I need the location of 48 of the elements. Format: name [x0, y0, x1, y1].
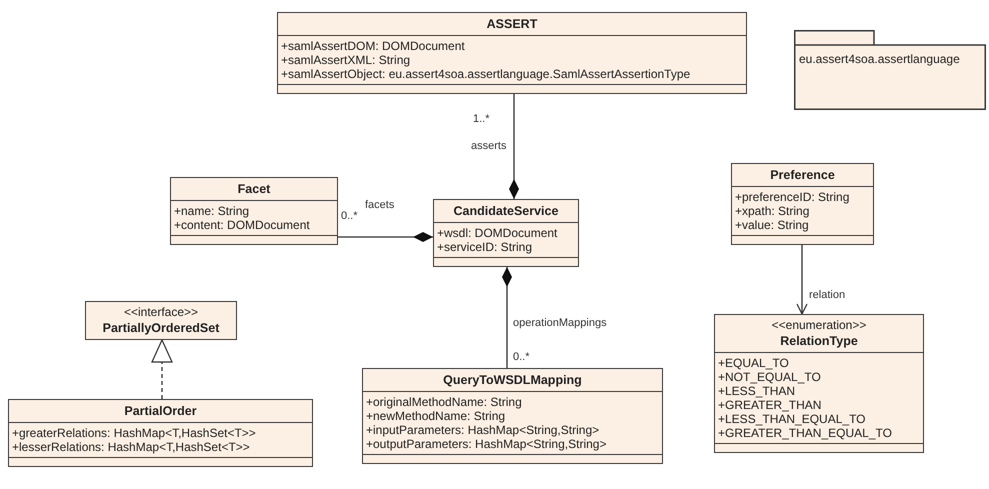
attribute-text: +samlAssertObject: eu.assert4soa.assertlanguage.SamlAssertAssertionType	[281, 67, 692, 81]
attribute-text: +inputParameters: HashMap<String,String>	[366, 423, 600, 437]
composition-connector	[338, 232, 433, 242]
attribute-text: +NOT_EQUAL_TO	[718, 370, 822, 384]
class-name: RelationType	[779, 333, 859, 349]
attribute-text: +xpath: String	[735, 204, 810, 218]
attribute-text: +greaterRelations: HashMap<T,HashSet<T>>	[12, 426, 257, 440]
attribute-text: +originalMethodName: String	[366, 395, 523, 409]
attribute-text: +GREATER_THAN	[718, 398, 822, 412]
attribute-text: +content: DOMDocument	[174, 218, 311, 232]
class-name: QueryToWSDLMapping	[442, 372, 583, 388]
class-box	[714, 314, 924, 453]
composition-connector	[502, 267, 512, 368]
attribute-text: +lesserRelations: HashMap<T,HashSet<T>>	[12, 440, 251, 454]
attribute-text: +EQUAL_TO	[718, 356, 790, 370]
class-name: CandidateService	[452, 203, 560, 219]
association-arrow	[796, 245, 808, 315]
class-box	[362, 368, 663, 464]
attribute-text: +outputParameters: HashMap<String,String>	[366, 437, 608, 451]
class-box	[277, 12, 747, 94]
attribute-text: +samlAssertXML: String	[281, 53, 412, 67]
stereotype-label: <<enumeration>>	[770, 318, 868, 333]
attribute-text: +value: String	[735, 218, 810, 232]
edge-label: operationMappings	[512, 317, 608, 330]
attribute-text: +name: String	[174, 204, 250, 218]
class-box	[8, 399, 313, 467]
package-shape	[794, 30, 986, 110]
attribute-text: +serviceID: String	[437, 240, 534, 254]
stereotype-label: <<interface>>	[122, 305, 200, 320]
attribute-text: +wsdl: DOMDocument	[437, 226, 558, 240]
attribute-text: +GREATER_THAN_EQUAL_TO	[718, 426, 893, 440]
attribute-text: +preferenceID: String	[735, 190, 850, 204]
realization-arrow	[151, 339, 173, 399]
class-box	[731, 163, 874, 245]
attribute-text: +LESS_THAN	[718, 384, 796, 398]
class-name: ASSERT	[486, 16, 538, 32]
class-box	[170, 177, 338, 245]
class-box	[433, 199, 579, 267]
class-name: Preference	[769, 167, 836, 183]
attribute-text: +newMethodName: String	[366, 409, 506, 423]
package-name: eu.assert4soa.assertlanguage	[799, 52, 960, 66]
composition-connector	[509, 94, 519, 199]
interface-box	[85, 301, 237, 340]
class-name: PartialOrder	[123, 403, 198, 419]
attribute-text: +samlAssertDOM: DOMDocument	[281, 39, 466, 53]
class-name: Facet	[236, 181, 272, 197]
class-name: PartiallyOrderedSet	[102, 320, 220, 336]
attribute-text: +LESS_THAN_EQUAL_TO	[718, 412, 867, 426]
